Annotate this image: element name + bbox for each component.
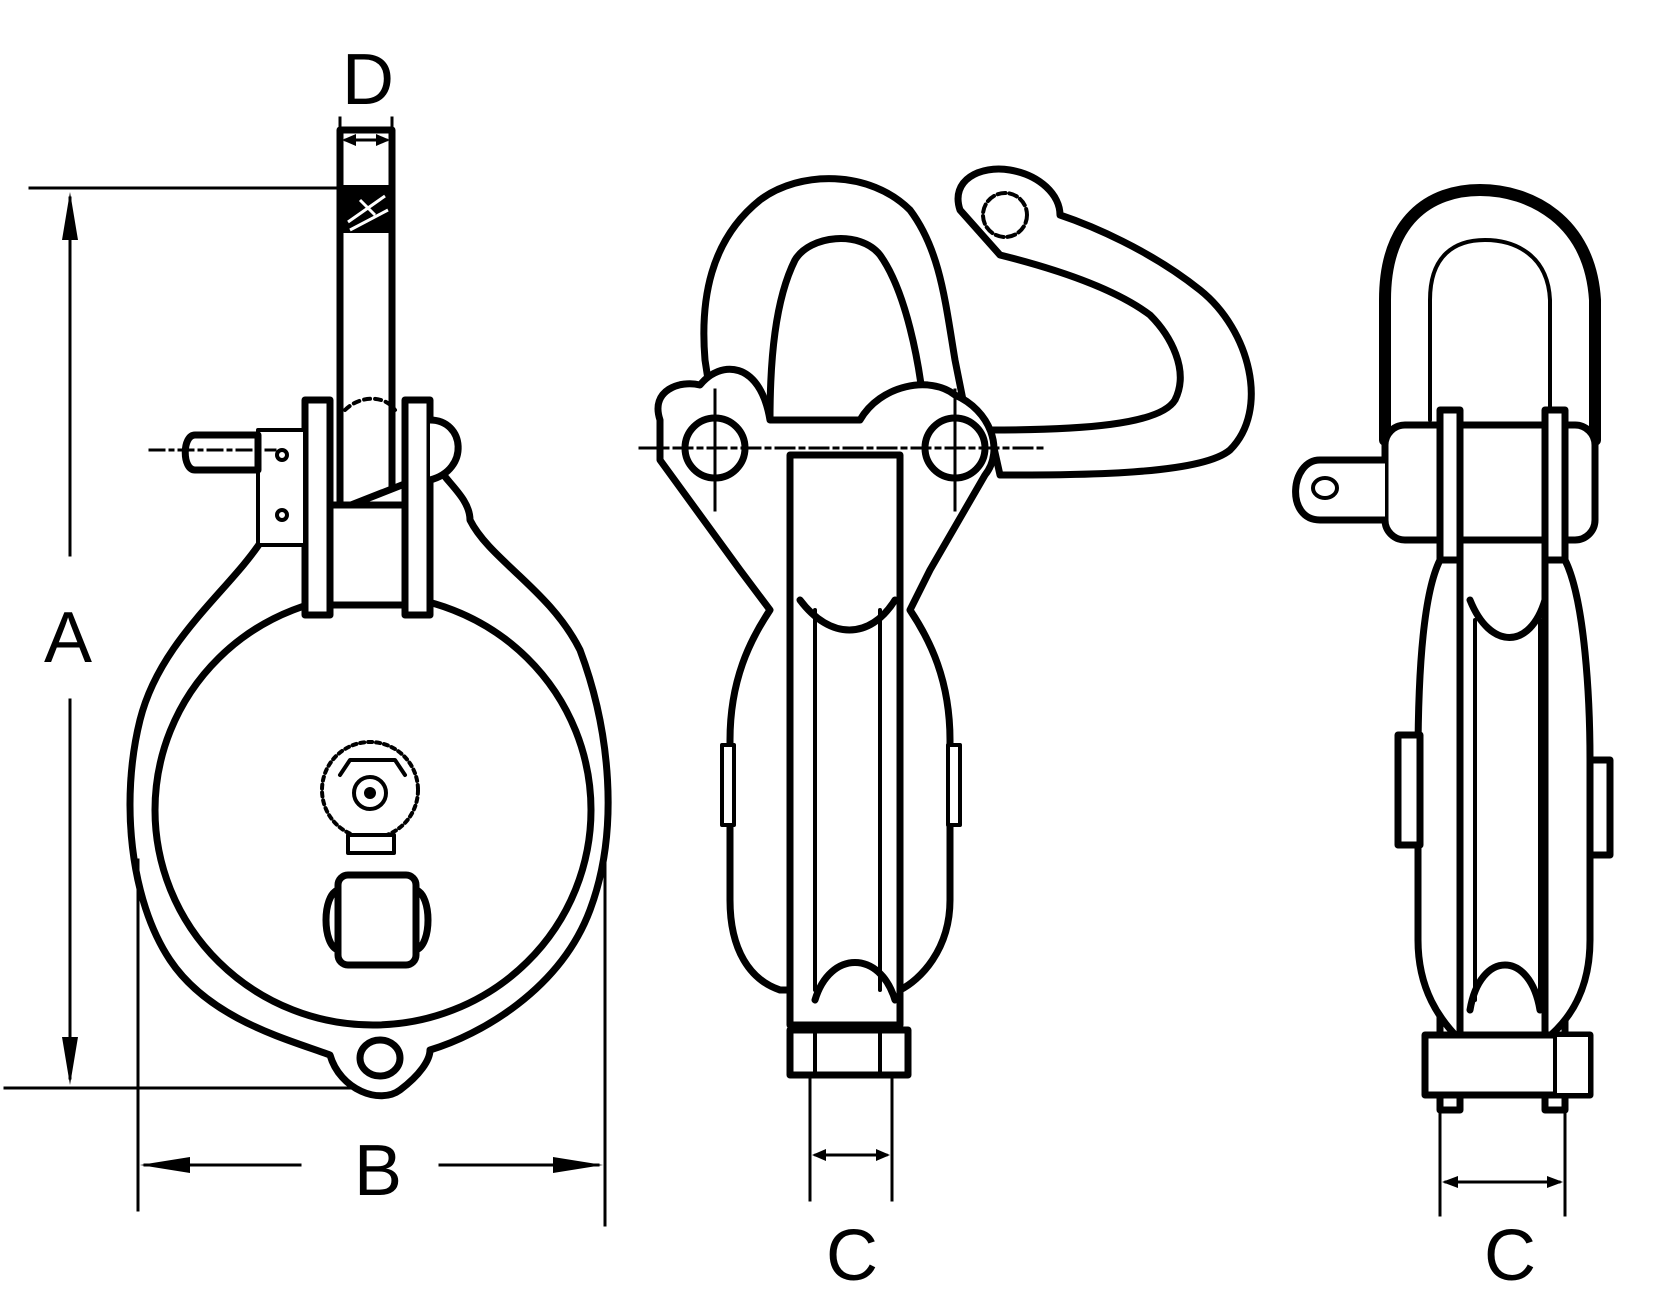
label-D: D: [342, 40, 394, 120]
block-body: [1414, 556, 1464, 1044]
dimension-C-middle: C: [808, 1073, 894, 1296]
side-pin: [181, 431, 262, 474]
bottom-eye: [356, 1036, 404, 1080]
bottom-bolt: [786, 1026, 912, 1079]
dimension-C-right: C: [1438, 1098, 1567, 1296]
label-C-right: C: [1484, 1216, 1536, 1296]
top-strap: [700, 175, 969, 429]
lower-pin: [322, 871, 432, 969]
side-lug: [256, 428, 307, 547]
sheave-groove: [786, 451, 904, 1029]
label-C-middle: C: [826, 1216, 878, 1296]
cheek-right: [401, 396, 434, 619]
label-A: A: [44, 598, 92, 678]
dimension-D: D: [338, 40, 394, 187]
swivel-hub: [326, 501, 409, 609]
dimension-B: B: [136, 858, 607, 1227]
dimension-A: A: [3, 186, 357, 1090]
label-B: B: [354, 1131, 402, 1211]
axle-hub: [320, 740, 420, 855]
shackle: [1379, 184, 1601, 446]
right-view: [1292, 184, 1614, 1114]
front-view: [126, 126, 612, 1100]
cheek-left: [301, 396, 334, 619]
side-tab: [1292, 456, 1389, 524]
middle-view: [638, 165, 1255, 1079]
latch-arm: [954, 165, 1255, 479]
